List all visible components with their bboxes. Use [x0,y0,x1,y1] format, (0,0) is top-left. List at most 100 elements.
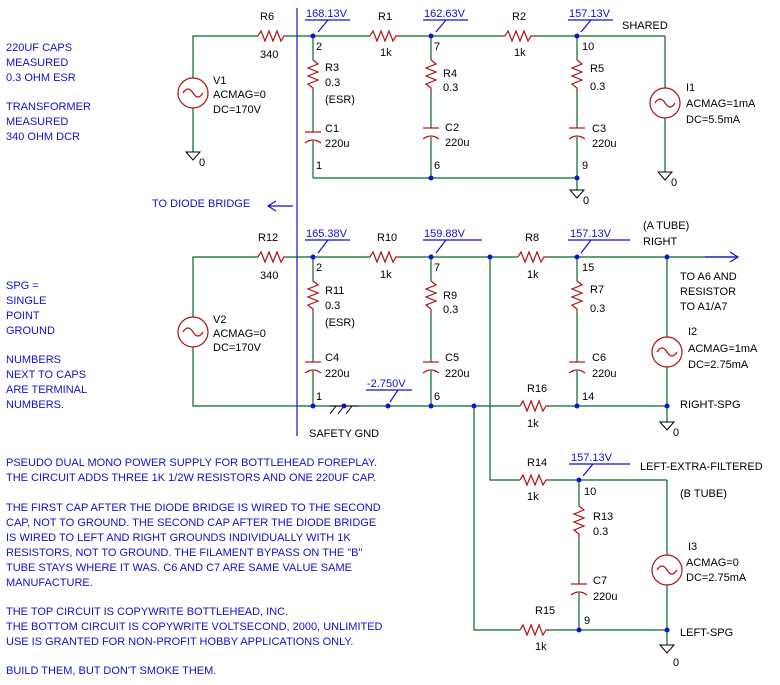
diode-bridge-arrow [266,200,293,212]
note-line: NEXT TO CAPS [6,369,86,381]
label-shared: SHARED [622,20,668,32]
label-r9: R9 [443,290,457,302]
voltage-probe: 159.88V [423,228,482,254]
value-r2: 1k [514,47,526,59]
label-c3: C3 [592,123,606,135]
ground-label: 0 [199,157,205,169]
dc-i2: DC=2.75mA [688,359,749,371]
value-r14: 1k [527,491,539,503]
ground-label: 0 [583,195,589,207]
voltage-probe: 165.38V [305,228,350,254]
note-line: ARE TERMINAL [6,384,87,396]
note-line: SPG = [6,280,39,292]
label-r10: R10 [377,232,397,244]
node-number: 10 [582,41,594,53]
resistor-r1 [369,29,400,43]
note-r3: (ESR) [325,94,355,106]
node-number: 15 [582,262,594,274]
note-line: POINT [6,310,40,322]
label-b-tube: (B TUBE) [680,488,727,500]
resistor-r8 [517,250,548,264]
bottom-wires [192,256,735,645]
dc-v2: DC=170V [213,342,262,354]
capacitor-c7 [570,583,588,596]
label-r3: R3 [325,62,339,74]
label-c4: C4 [325,352,339,364]
capacitor-c5 [422,361,440,374]
top-wires [192,35,666,190]
label-i1: I1 [686,82,695,94]
label-to-a6: TO A1/A7 [680,301,728,313]
resistor-r3 [306,59,320,92]
acmag-i2: ACMAG=1mA [688,343,758,355]
label-r7: R7 [590,284,604,296]
node-number: 6 [434,391,440,403]
label-i2: I2 [688,326,697,338]
ground-icon: 0 [658,421,679,439]
value-c7: 220u [593,591,617,603]
voltage-probe: 162.63V [423,8,468,33]
resistor-r6 [257,29,286,43]
label-r11: R11 [325,285,344,297]
capacitor-c2 [422,127,440,140]
value-r15: 1k [535,641,547,653]
node-number: 10 [584,486,596,498]
value-r12: 340 [260,270,278,282]
value-c3: 220u [592,138,616,150]
voltage-probe: 157.13V [568,228,630,254]
label-r15: R15 [535,605,555,617]
resistor-r2 [504,29,535,43]
notes-description: PSEUDO DUAL MONO POWER SUPPLY FOR BOTTLE… [6,457,383,677]
value-r11: 0.3 [325,300,340,312]
note-r11: (ESR) [325,317,355,329]
node-number: 2 [316,262,322,274]
notes-spg: SPG = SINGLE POINT GROUND [6,280,55,337]
label-left-extra-filtered: LEFT-EXTRA-FILTERED [640,461,763,473]
label-right: RIGHT [643,236,678,248]
note-line: SINGLE [6,295,46,307]
capacitor-c3 [568,127,586,140]
voltage-probe: 157.13V [569,452,630,477]
dc-v1: DC=170V [213,104,262,116]
ground-icon: 0 [568,189,589,207]
label-c1: C1 [325,123,339,135]
value-r7: 0.3 [590,303,605,315]
voltage-probe: -2.750V [366,378,412,403]
label-r6: R6 [260,11,274,23]
probe-value: 168.13V [306,8,348,20]
node-number: 1 [316,160,322,172]
node-number: 6 [434,160,440,172]
node-number: 9 [584,615,590,627]
description-line: THE FIRST CAP AFTER THE DIODE BRIDGE IS … [6,502,381,514]
resistor-r10 [369,250,400,264]
value-r6: 340 [260,49,278,61]
ground-icon: 0 [656,171,677,189]
value-c4: 220u [325,368,349,380]
description-line: THE BOTTOM CIRCUIT IS COPYWRITE VOLTSECO… [6,621,383,633]
label-c5: C5 [445,352,459,364]
label-a-tube: (A TUBE) [643,220,689,232]
value-r4: 0.3 [443,82,458,94]
probe-value: 159.88V [424,228,466,240]
label-to-a6: RESISTOR [680,286,736,298]
label-r5: R5 [590,63,604,75]
resistor-r7 [570,280,584,313]
node-number: 7 [434,262,440,274]
notes-transformer: TRANSFORMER MEASURED 340 OHM DCR [6,101,91,143]
label-v2: V2 [213,314,226,326]
note-line: 0.3 OHM ESR [6,72,76,84]
probe-value: 157.13V [570,228,612,240]
value-c1: 220u [325,138,349,150]
note-line: NUMBERS. [6,399,64,411]
junction-dots-bottom [310,254,670,633]
capacitor-c6 [568,361,586,374]
capacitor-c1 [304,131,322,144]
description-line: THE TOP CIRCUIT IS COPYWRITE BOTTLEHEAD,… [6,606,288,618]
value-r13: 0.3 [593,526,608,538]
value-r1: 1k [380,47,392,59]
description-line: MANUFACTURE. [6,577,93,589]
acmag-v2: ACMAG=0 [213,328,266,340]
label-r12: R12 [258,232,278,244]
resistor-r4 [424,59,438,92]
